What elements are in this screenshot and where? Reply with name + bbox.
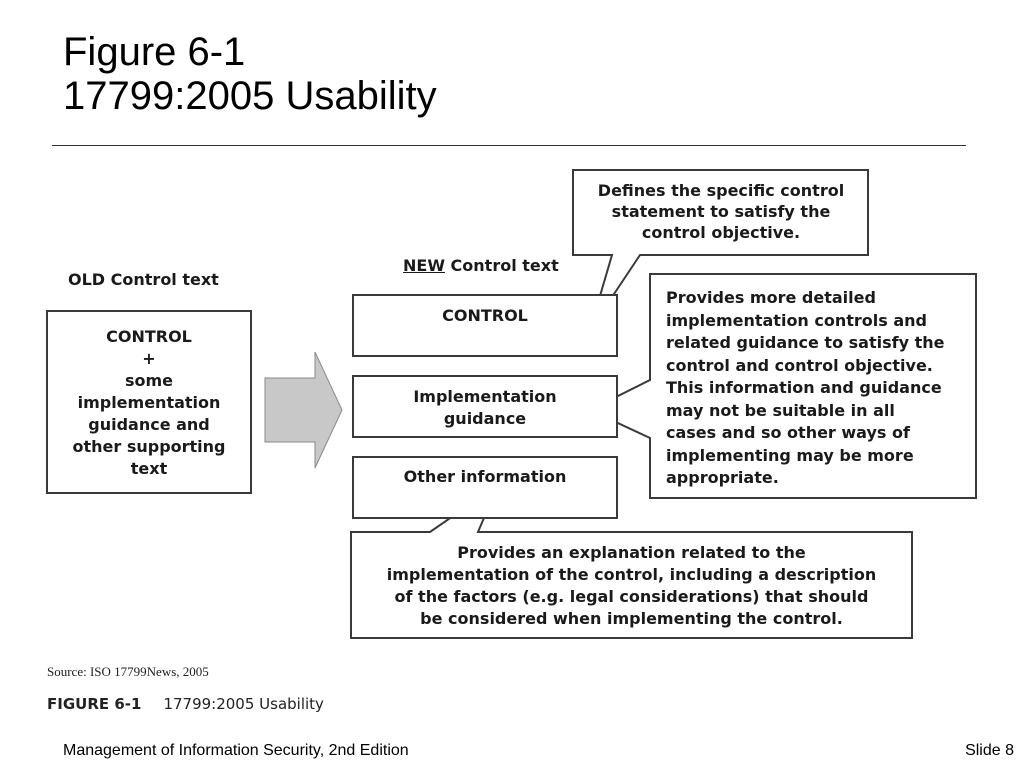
other-information-box: Other information xyxy=(352,456,618,519)
callout-bottom-line: Provides an explanation related to the xyxy=(457,543,806,562)
callout-top-line: statement to satisfy the xyxy=(611,202,831,221)
implementation-line-1: Implementation xyxy=(413,387,557,406)
callout-bottom-line: of the factors (e.g. legal consideration… xyxy=(394,587,869,606)
new-label-rest: Control text xyxy=(444,256,559,275)
caption-text: 17799:2005 Usability xyxy=(163,695,324,713)
transition-arrow xyxy=(264,351,343,469)
callout-bottom-line: implementation of the control, including… xyxy=(386,565,877,584)
control-box-text: CONTROL xyxy=(442,306,528,325)
other-information-text: Other information xyxy=(403,467,567,486)
callout-top-line: Defines the specific control xyxy=(597,181,845,200)
callout-right-line: This information and guidance xyxy=(666,378,942,397)
old-control-label: OLD Control text xyxy=(68,270,219,289)
footer-course-title: Management of Information Security, 2nd … xyxy=(63,742,409,759)
callout-bottom-text: Provides an explanation related to the i… xyxy=(353,542,910,630)
callout-bottom-bubble xyxy=(350,482,913,639)
old-box-line: some xyxy=(124,371,174,390)
callout-right-line: control and control objective. xyxy=(666,355,933,375)
callout-right-line: cases and so other ways of xyxy=(666,423,910,442)
callout-right-text: Provides more detailed implementation co… xyxy=(666,287,972,490)
old-control-box: CONTROL + some implementation guidance a… xyxy=(46,310,252,494)
implementation-line-2: guidance xyxy=(443,409,527,428)
old-box-line: text xyxy=(130,459,168,478)
control-box: CONTROL xyxy=(352,294,618,357)
callout-right-bubble xyxy=(587,273,977,499)
old-box-line: other supporting xyxy=(72,437,226,456)
callout-right-line: related guidance to satisfy the xyxy=(666,333,945,352)
new-label-prefix: NEW xyxy=(403,256,445,275)
callout-top-line: control objective. xyxy=(641,223,801,242)
implementation-guidance-box: Implementation guidance xyxy=(352,375,618,438)
title-divider xyxy=(52,145,966,146)
callout-bottom-line: be considered when implementing the cont… xyxy=(420,609,843,628)
caption-label: FIGURE 6-1 xyxy=(47,695,142,713)
callout-right-line: implementing may be more xyxy=(666,445,914,465)
callout-right-line: appropriate. xyxy=(666,468,779,487)
callout-top-text: Defines the specific control statement t… xyxy=(575,180,867,243)
slide-title-line-1: Figure 6-1 xyxy=(63,30,246,74)
new-control-label: NEW Control text xyxy=(403,256,559,275)
callout-right-line: may not be suitable in all xyxy=(666,400,895,420)
figure-source: Source: ISO 17799News, 2005 xyxy=(47,664,209,679)
callout-right-line: Provides more detailed xyxy=(666,288,876,307)
callout-top-bubble xyxy=(572,169,869,331)
old-box-line: CONTROL xyxy=(106,327,192,346)
slide-title: Figure 6-1 17799:2005 Usability xyxy=(63,30,437,118)
callout-right-line: implementation controls and xyxy=(666,310,928,330)
figure-caption: FIGURE 6-1 17799:2005 Usability xyxy=(47,695,324,713)
old-box-line: implementation xyxy=(77,393,221,412)
old-box-line: + xyxy=(142,349,156,368)
old-box-line: guidance and xyxy=(88,415,210,434)
slide-title-line-2: 17799:2005 Usability xyxy=(63,74,437,118)
footer-slide-number: Slide 8 xyxy=(965,742,1014,759)
